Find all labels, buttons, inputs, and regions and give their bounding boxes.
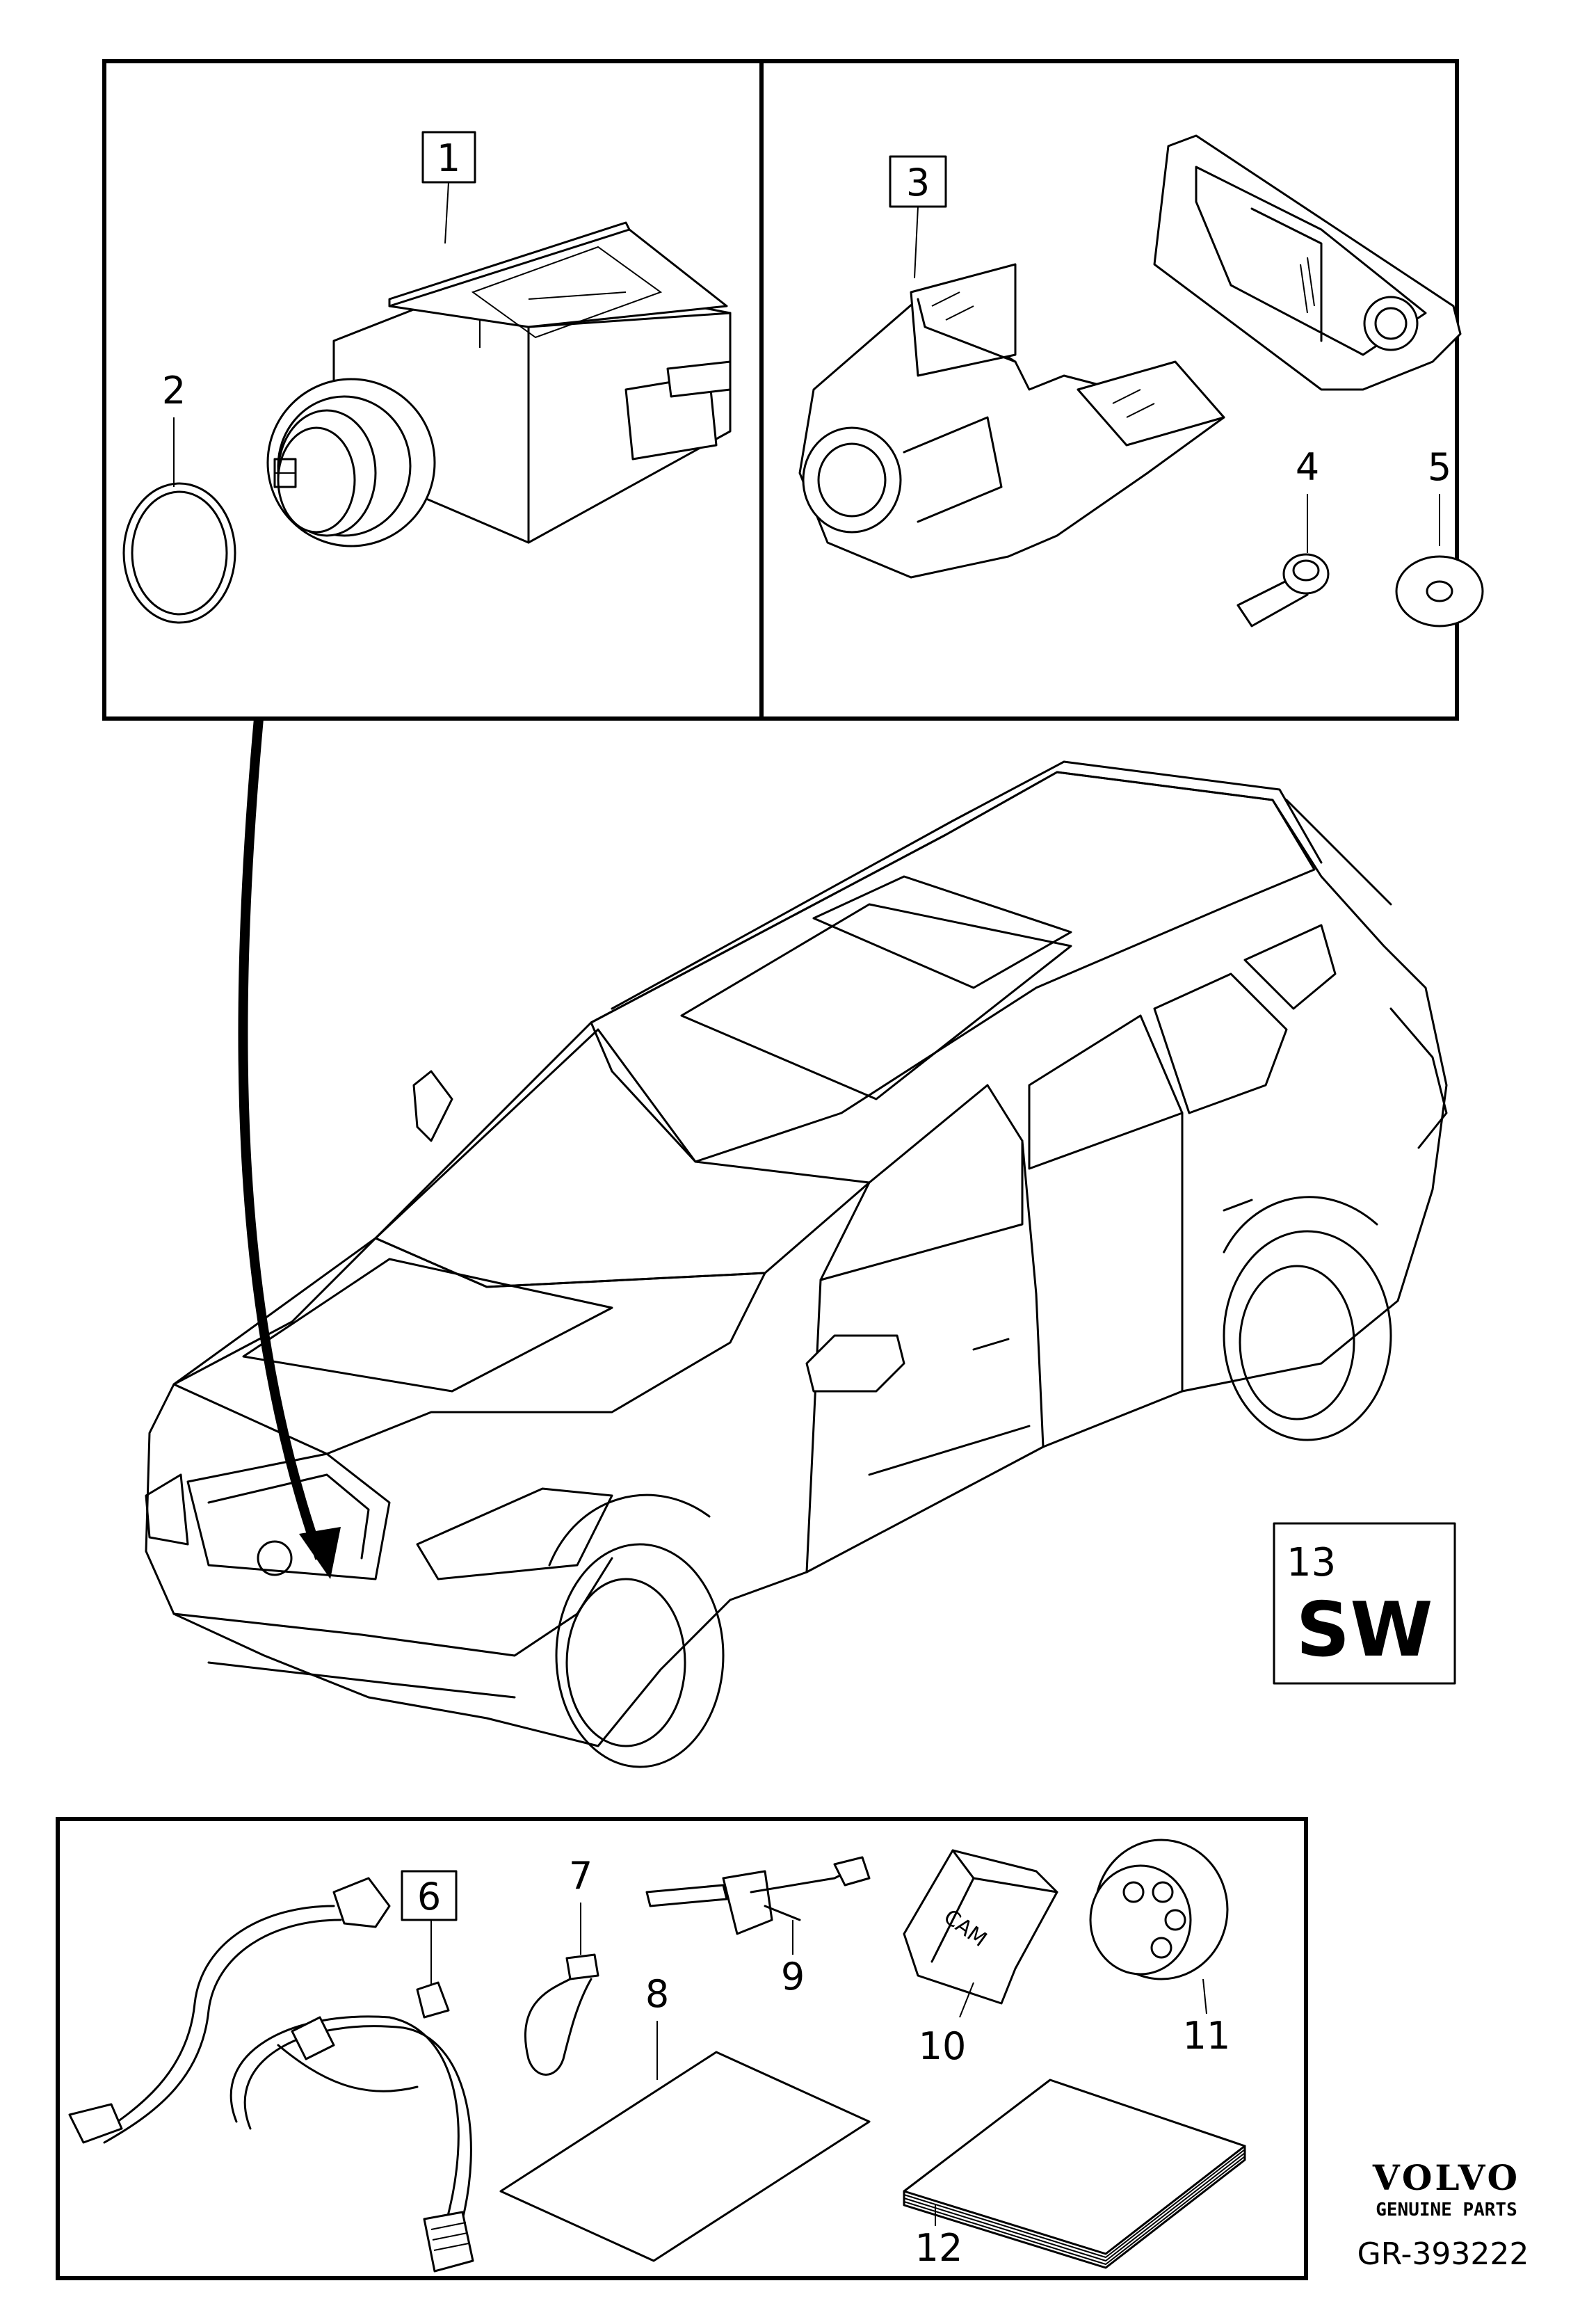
part-10-label: 10: [919, 2024, 967, 2068]
camera-bracket-drawing: 3: [798, 155, 1225, 579]
sw-box-number: 13: [1287, 1540, 1336, 1585]
wiring-harness-drawing: 6: [68, 1870, 474, 2273]
reference-number: GR-393222: [1357, 2236, 1529, 2272]
washer-drawing: 5: [1395, 445, 1484, 627]
cable-tie-drawing: 9: [645, 1856, 871, 1999]
part-6-label-box: [401, 1870, 458, 1921]
instruction-sheet-drawing: 8: [499, 1972, 871, 2262]
part-1-label-box: [421, 131, 476, 184]
booklet-drawing: 12: [903, 2079, 1246, 2270]
part-5-label: 5: [1428, 445, 1451, 489]
part-7-label: 7: [569, 1854, 593, 1898]
part-9-label: 9: [781, 1955, 805, 1999]
genuine-parts-text: GENUINE PARTS: [1376, 2200, 1517, 2220]
part-11-label: 11: [1183, 2014, 1231, 2058]
screw-drawing: 4: [1236, 445, 1330, 627]
branding: VOLVO GENUINE PARTS GR-393222: [1357, 2157, 1529, 2272]
o-ring-drawing: 2: [122, 369, 236, 624]
sw-box: 13 SW: [1273, 1522, 1456, 1685]
grommet-drawing: 11: [1089, 1839, 1231, 2058]
part-1-label: 1: [437, 136, 460, 180]
top-panel: [102, 59, 1459, 721]
part-2-label: 2: [162, 369, 186, 413]
camera-module-drawing: 1: [266, 131, 732, 547]
part-12-label: 12: [915, 2226, 963, 2270]
part-6-label: 6: [417, 1875, 441, 1919]
location-arrow: [238, 718, 341, 1579]
cam-cover-drawing: CAM 10: [903, 1849, 1058, 2068]
volvo-logo-text: VOLVO: [1372, 2157, 1520, 2198]
part-3-label: 3: [906, 161, 930, 205]
sw-box-code: SW: [1296, 1587, 1433, 1674]
vehicle-drawing: [145, 760, 1448, 1768]
part-4-label: 4: [1296, 445, 1319, 489]
strap-drawing: 7: [524, 1854, 599, 2076]
part-8-label: 8: [645, 1972, 669, 2016]
bottom-panel: [56, 1817, 1308, 2280]
camera-cover-drawing: [1153, 134, 1462, 391]
